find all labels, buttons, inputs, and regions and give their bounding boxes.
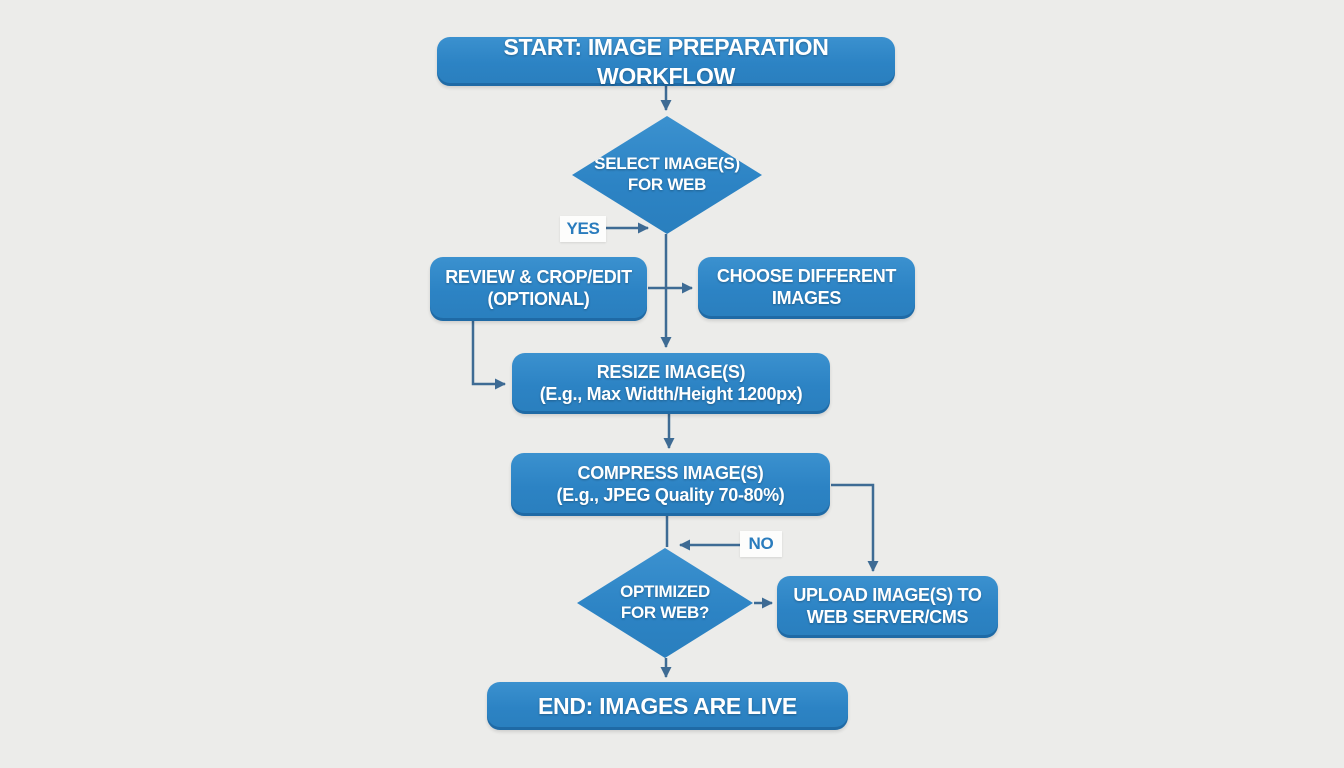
- node-review-crop-edit: REVIEW & CROP/EDIT (OPTIONAL): [430, 257, 647, 321]
- node-start: START: IMAGE PREPARATION WORKFLOW: [437, 34, 895, 89]
- node-end: END: IMAGES ARE LIVE: [487, 682, 848, 730]
- node-optimized-label-line1: OPTIMIZED: [620, 582, 710, 602]
- node-upload-label-line1: UPLOAD IMAGE(S) TO: [793, 585, 982, 606]
- node-select-label-line2: FOR WEB: [627, 175, 707, 194]
- node-select-label-line1: SELECT IMAGE(S): [594, 154, 740, 174]
- node-choose-label-line2: IMAGES: [771, 288, 842, 308]
- node-resize-images: RESIZE IMAGE(S) (E.g., Max Width/Height …: [512, 353, 830, 414]
- edge-label-yes-text: YES: [566, 219, 600, 238]
- node-resize-label-line1: RESIZE IMAGE(S): [596, 361, 746, 382]
- node-resize-label-line2: (E.g., Max Width/Height 1200px): [539, 383, 803, 404]
- connector-compress-to-upload: [831, 483, 879, 572]
- node-upload-images: UPLOAD IMAGE(S) TO WEB SERVER/CMS: [777, 576, 998, 638]
- node-choose-different-images: CHOOSE DIFFERENT IMAGES: [698, 257, 915, 319]
- node-optimized-label-line2: FOR WEB?: [620, 603, 710, 622]
- node-choose-label-line1: CHOOSE DIFFERENT: [716, 266, 897, 287]
- node-compress-label-line1: COMPRESS IMAGE(S): [577, 462, 764, 483]
- node-upload-label-line2: WEB SERVER/CMS: [806, 607, 969, 627]
- edge-label-no-text: NO: [748, 534, 774, 553]
- node-start-label: START: IMAGE PREPARATION WORKFLOW: [503, 34, 829, 89]
- connector-review-to-resize: [471, 321, 506, 390]
- node-compress-images: COMPRESS IMAGE(S) (E.g., JPEG Quality 70…: [511, 453, 830, 516]
- node-end-label: END: IMAGES ARE LIVE: [538, 692, 797, 719]
- node-compress-label-line2: (E.g., JPEG Quality 70-80%): [556, 484, 785, 505]
- node-review-label-line2: (OPTIONAL): [487, 289, 590, 309]
- node-review-label-line1: REVIEW & CROP/EDIT: [445, 267, 632, 288]
- edge-label-no: NO: [740, 531, 782, 557]
- edge-label-yes: YES: [560, 216, 606, 242]
